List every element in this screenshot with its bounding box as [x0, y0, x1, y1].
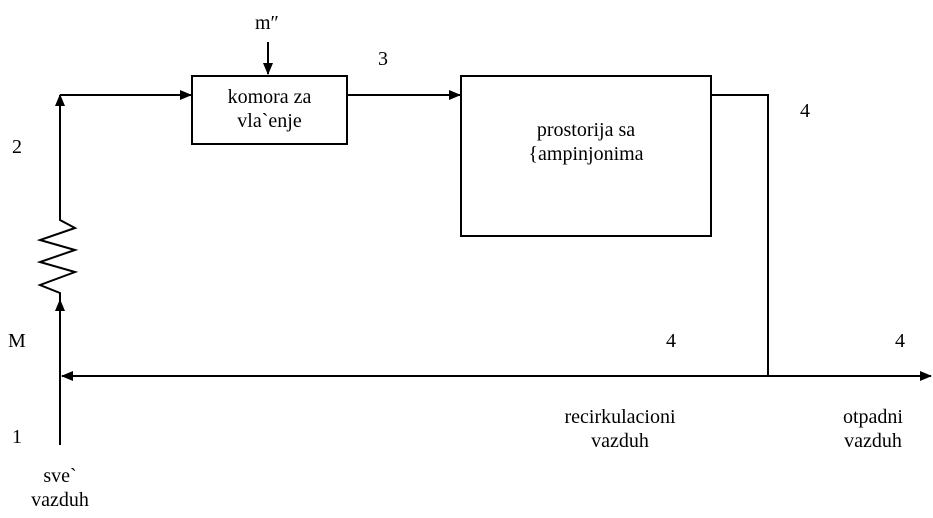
m-label: M [8, 330, 26, 352]
room-label-line1: prostorija sa [536, 119, 636, 141]
room-label-line2: {ampinjonima [528, 143, 644, 165]
room-exhaust-line [711, 94, 769, 376]
recirculated-air-label: recirkulacioni vazduh [535, 405, 705, 453]
exhaust-air-line2: vazduh [844, 430, 902, 452]
fresh-air-line1: sve` [43, 465, 77, 487]
fresh-air-label: sve` vazduh [20, 464, 100, 512]
humidifier-label-line1: komora za [227, 86, 312, 108]
recirculated-air-line1: recirkulacioni [564, 406, 676, 428]
room-label: prostorija sa {ampinjonima [461, 118, 711, 166]
humidifier-chamber-box [191, 75, 348, 145]
exhaust-air-label: otpadni vazduh [818, 405, 928, 453]
humidifier-label: komora za vla`enje [192, 85, 347, 133]
state-1-label: 1 [12, 426, 22, 448]
recirculated-air-line2: vazduh [591, 430, 649, 452]
state-4-right-label: 4 [895, 330, 905, 352]
state-3-label: 3 [378, 48, 388, 70]
humidifier-label-line2: vla`enje [237, 110, 302, 132]
state-2-label: 2 [12, 136, 22, 158]
heater-zigzag [36, 215, 79, 305]
state-4-top-label: 4 [800, 100, 810, 122]
m-double-prime-label: m″ [255, 12, 279, 34]
mushroom-room-box [460, 75, 712, 237]
fresh-air-line2: vazduh [31, 489, 89, 511]
exhaust-air-line1: otpadni [843, 406, 903, 428]
state-4-mid-label: 4 [666, 330, 676, 352]
